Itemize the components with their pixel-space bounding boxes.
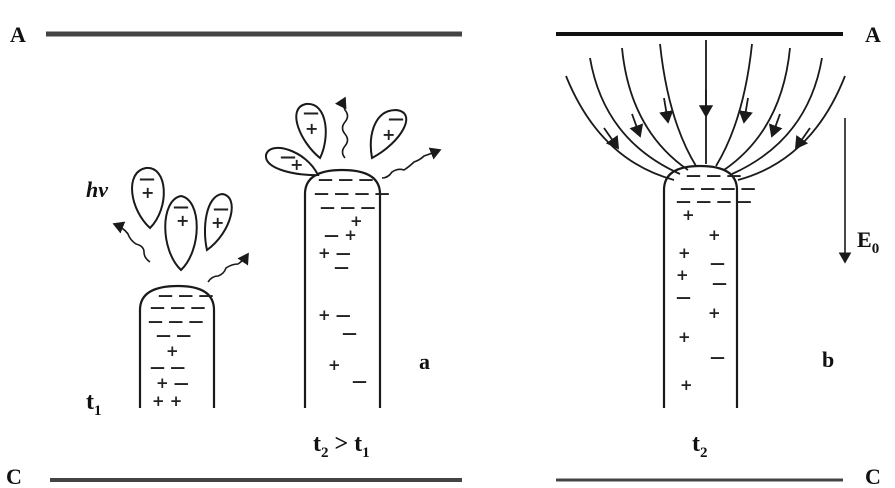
panel-letter-b: b: [822, 347, 834, 372]
panel-a: A C —+ —+ —+ —+ —+ —+: [6, 22, 462, 488]
anode-label-b: A: [865, 22, 881, 47]
time-label-b: t2: [692, 431, 708, 461]
photon-arrow-t1-left: [114, 224, 150, 262]
photon-arrow-t1-right: [208, 254, 248, 282]
svg-text:—: —: [334, 258, 349, 276]
svg-text:+: +: [382, 125, 395, 144]
svg-text:+: +: [290, 155, 303, 174]
photon-arrow-t2-right: [382, 150, 440, 178]
svg-text:+ —: + —: [318, 306, 351, 324]
svg-text:+ —: + —: [156, 374, 189, 392]
time-label-t1: t1: [86, 389, 102, 419]
cathode-label-a: C: [6, 464, 22, 488]
svg-text:—: —: [710, 348, 725, 366]
cathode-label-b: C: [865, 464, 881, 488]
svg-text:+: +: [176, 211, 189, 230]
svg-text:— +: — +: [324, 226, 357, 244]
panel-b: A C — — — — — — — — — —: [556, 22, 881, 488]
svg-text:—: —: [710, 254, 725, 272]
svg-text:+: +: [211, 213, 224, 232]
svg-text:+: +: [305, 119, 318, 138]
field-label-e0: E0: [857, 227, 879, 257]
svg-text:+ +: + +: [152, 392, 182, 410]
photon-arrow-t2-up: [343, 98, 348, 158]
svg-text:+: +: [678, 328, 691, 346]
photon-label: hv: [86, 177, 108, 202]
svg-text:+: +: [708, 226, 721, 244]
streamer-charges-b: — — — — — — — — — — — + + + — + — — + + …: [676, 166, 756, 394]
svg-text:+: +: [328, 356, 341, 374]
anode-label-a: A: [10, 22, 26, 47]
svg-text:+: +: [678, 244, 691, 262]
svg-text:—: —: [676, 288, 691, 306]
svg-text:+: +: [141, 183, 154, 202]
svg-text:+: +: [708, 304, 721, 322]
svg-text:+: +: [676, 266, 689, 284]
svg-text:—: —: [352, 372, 367, 390]
panel-letter-a: a: [419, 349, 430, 374]
svg-text:—: —: [342, 324, 357, 342]
svg-text:— — —: — — —: [320, 198, 375, 216]
svg-text:+: +: [682, 206, 695, 224]
svg-text:—: —: [712, 274, 727, 292]
svg-text:+: +: [680, 376, 693, 394]
time-label-t2-gt-t1: t2 > t1: [313, 431, 370, 461]
